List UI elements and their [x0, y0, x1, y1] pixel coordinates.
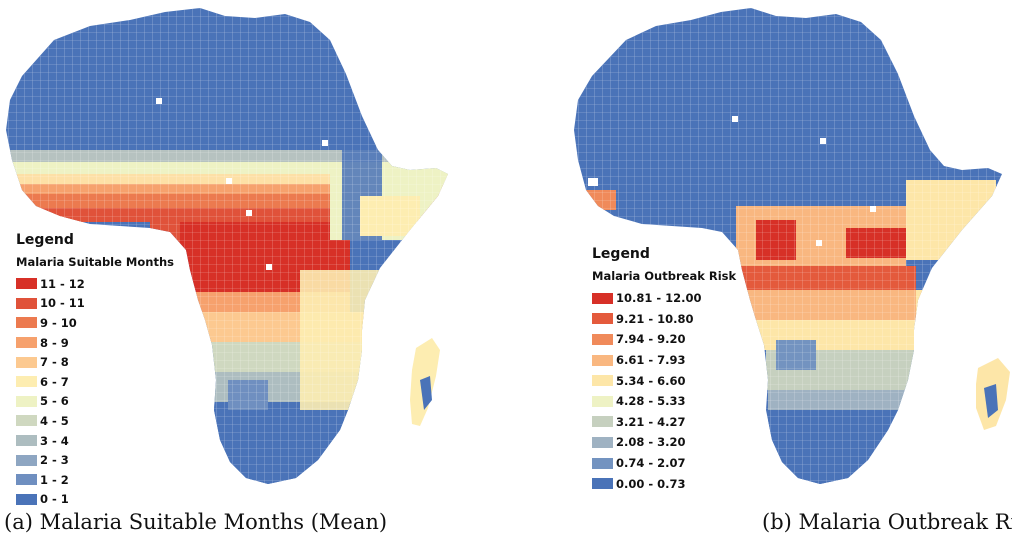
legend-item: 1 - 2 [16, 470, 174, 490]
legend-item: 9 - 10 [16, 313, 174, 333]
legend-item: 7.94 - 9.20 [592, 329, 736, 350]
legend-swatch [16, 454, 37, 466]
legend-swatch [16, 474, 37, 486]
legend-label: 6 - 7 [40, 374, 69, 389]
legend-class-list: 11 - 12 10 - 11 9 - 10 8 - 9 7 - 8 6 - 7 5 - 6… [16, 274, 174, 509]
legend-item: 10 - 11 [16, 294, 174, 314]
legend-swatch [16, 317, 37, 329]
legend-label: 4 - 5 [40, 413, 69, 428]
legend-swatch [592, 436, 613, 448]
legend-label: 9.21 - 10.80 [616, 311, 694, 326]
legend-label: 11 - 12 [40, 276, 85, 291]
legend-item: 4 - 5 [16, 411, 174, 431]
legend-item: 3 - 4 [16, 431, 174, 451]
legend-swatch [592, 313, 613, 325]
legend-swatch [16, 297, 37, 309]
legend-label: 3.21 - 4.27 [616, 414, 686, 429]
legend-swatch [592, 354, 613, 366]
legend-subtitle: Malaria Outbreak Risk [592, 269, 737, 283]
legend-swatch [16, 356, 37, 368]
legend-item: 2 - 3 [16, 450, 174, 470]
map-panel-outbreak-risk: Legend Malaria Outbreak Risk 10.81 - 12.… [506, 0, 1012, 544]
legend-label: 2.08 - 3.20 [616, 435, 686, 450]
legend-swatch [16, 395, 37, 407]
legend-label: 7.94 - 9.20 [616, 332, 686, 347]
legend-item: 5.34 - 6.60 [592, 370, 736, 391]
legend-label: 4.28 - 5.33 [616, 394, 686, 409]
legend-item: 4.28 - 5.33 [592, 391, 736, 412]
legend-item: 2.08 - 3.20 [592, 432, 736, 453]
legend-item: 10.81 - 12.00 [592, 288, 736, 309]
legend-item: 0 - 1 [16, 490, 174, 510]
legend-label: 6.61 - 7.93 [616, 353, 686, 368]
africa-grid-map [574, 8, 1010, 484]
figure-caption-a: (a) Malaria Suitable Months (Mean) [4, 510, 388, 534]
legend-label: 10 - 11 [40, 296, 85, 311]
legend-item: 7 - 8 [16, 352, 174, 372]
legend-label: 8 - 9 [40, 335, 69, 350]
legend-swatch [16, 415, 37, 427]
legend-swatch [16, 435, 37, 447]
legend-swatch [16, 337, 37, 349]
legend-item: 6.61 - 7.93 [592, 350, 736, 371]
legend-label: 0.74 - 2.07 [616, 456, 686, 471]
legend-item: 11 - 12 [16, 274, 174, 294]
legend-item: 8 - 9 [16, 333, 174, 353]
legend-swatch [592, 333, 613, 345]
legend-class-list: 10.81 - 12.00 9.21 - 10.80 7.94 - 9.20 6.61… [592, 288, 736, 494]
figure-caption-b: (b) Malaria Outbreak Risk [762, 510, 1012, 534]
legend-label: 10.81 - 12.00 [616, 291, 702, 306]
legend-swatch [592, 375, 613, 387]
legend-item: 0.00 - 0.73 [592, 473, 736, 494]
legend-label: 5 - 6 [40, 394, 69, 409]
legend-swatch [592, 395, 613, 407]
legend-swatch [592, 478, 613, 490]
legend-swatch [16, 493, 37, 505]
legend-swatch [16, 376, 37, 388]
map-panel-suitable-months: Legend Malaria Suitable Months 11 - 12 10… [4, 8, 448, 534]
legend-label: 7 - 8 [40, 355, 69, 370]
legend-swatch [592, 292, 613, 304]
legend-subtitle: Malaria Suitable Months [16, 255, 174, 269]
legend-label: 9 - 10 [40, 315, 77, 330]
legend-swatch [592, 416, 613, 428]
legend-item: 5 - 6 [16, 392, 174, 412]
legend-swatch [16, 278, 37, 290]
legend-swatch [592, 457, 613, 469]
legend-label: 3 - 4 [40, 433, 69, 448]
legend-item: 6 - 7 [16, 372, 174, 392]
legend-suitable-months: Legend Malaria Suitable Months 11 - 12 10… [16, 232, 174, 509]
africa-grid-map [6, 8, 448, 484]
legend-title: Legend [592, 246, 650, 262]
legend-label: 2 - 3 [40, 453, 69, 468]
legend-label: 5.34 - 6.60 [616, 373, 686, 388]
legend-item: 3.21 - 4.27 [592, 412, 736, 433]
legend-item: 9.21 - 10.80 [592, 309, 736, 330]
legend-title: Legend [16, 232, 74, 248]
legend-item: 0.74 - 2.07 [592, 453, 736, 474]
legend-outbreak-risk: Legend Malaria Outbreak Risk 10.81 - 12.… [592, 246, 736, 494]
legend-label: 1 - 2 [40, 472, 69, 487]
legend-label: 0.00 - 0.73 [616, 476, 686, 491]
legend-label: 0 - 1 [40, 492, 69, 507]
